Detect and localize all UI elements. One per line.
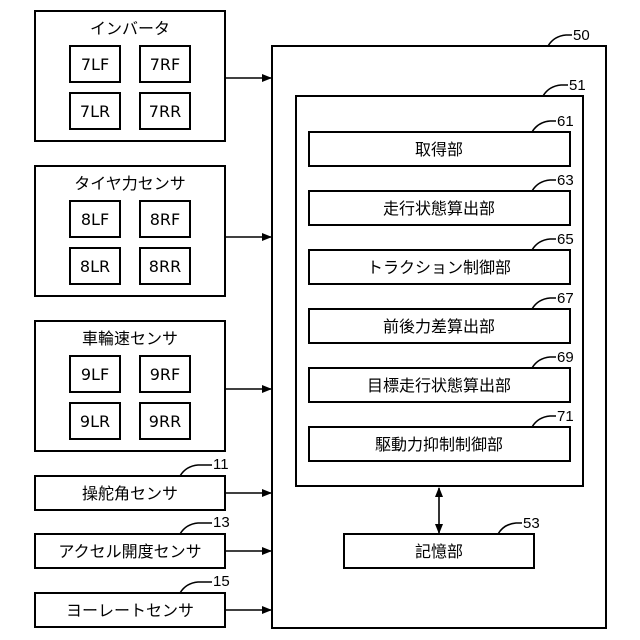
yaw-sensor-leader — [180, 582, 212, 593]
controller-ref: 50 — [573, 27, 590, 44]
unit-driving-state-ref: 63 — [557, 172, 574, 189]
steering-sensor-leader — [180, 465, 212, 476]
steering-sensor-ref: 11 — [213, 456, 229, 473]
steering-sensor-label: 操舵角センサ — [82, 484, 178, 503]
unit-force-diff-label: 前後力差算出部 — [383, 317, 495, 336]
memory-ref: 53 — [523, 515, 540, 532]
memory-label: 記憶部 — [415, 542, 463, 561]
unit-target-state-label: 目標走行状態算出部 — [367, 376, 511, 395]
tire-sensor-8lf-label: 8LF — [81, 210, 109, 229]
yaw-sensor-label: ヨーレートセンサ — [66, 601, 194, 620]
tire-sensor-group: タイヤ力センサ 8LF 8RF 8LR 8RR — [35, 166, 225, 296]
input-arrows — [225, 78, 271, 610]
accel-sensor-leader — [180, 523, 212, 534]
unit-acquisition-ref: 61 — [557, 113, 574, 130]
inverter-group: インバータ 7LF 7RF 7LR 7RR — [35, 11, 225, 141]
accel-sensor-label: アクセル開度センサ — [58, 542, 201, 561]
processor-ref: 51 — [569, 77, 586, 94]
tire-sensor-8rr-label: 8RR — [149, 257, 181, 276]
inverter-7rr-label: 7RR — [149, 102, 181, 121]
unit-traction-control-label: トラクション制御部 — [367, 258, 511, 277]
wheel-speed-9lf-label: 9LF — [81, 365, 109, 384]
tire-sensor-8rf-label: 8RF — [150, 210, 181, 229]
wheel-speed-9lr-label: 9LR — [80, 412, 110, 431]
unit-drive-suppression-ref: 71 — [557, 408, 574, 425]
accel-sensor-group: アクセル開度センサ 13 — [35, 514, 230, 568]
steering-sensor-group: 操舵角センサ 11 — [35, 456, 229, 510]
tire-sensor-title: タイヤ力センサ — [74, 174, 186, 193]
unit-drive-suppression-label: 駆動力抑制制御部 — [375, 435, 503, 454]
tire-sensor-8lr-label: 8LR — [80, 257, 110, 276]
unit-traction-control-ref: 65 — [557, 231, 574, 248]
yaw-sensor-group: ヨーレートセンサ 15 — [35, 573, 230, 627]
wheel-speed-sensor-title: 車輪速センサ — [82, 329, 178, 348]
wheel-speed-9rr-label: 9RR — [149, 412, 181, 431]
inverter-7lf-label: 7LF — [81, 55, 109, 74]
inverter-title: インバータ — [90, 19, 170, 38]
wheel-speed-9rf-label: 9RF — [150, 365, 181, 384]
inverter-7rf-label: 7RF — [150, 55, 181, 74]
yaw-sensor-ref: 15 — [213, 573, 230, 590]
unit-force-diff-ref: 67 — [557, 290, 574, 307]
controller-leader — [548, 35, 572, 46]
accel-sensor-ref: 13 — [213, 514, 230, 531]
unit-driving-state-label: 走行状態算出部 — [383, 199, 495, 218]
wheel-speed-sensor-group: 車輪速センサ 9LF 9RF 9LR 9RR — [35, 321, 225, 451]
unit-acquisition-label: 取得部 — [415, 140, 463, 159]
unit-target-state-ref: 69 — [557, 349, 574, 366]
inverter-7lr-label: 7LR — [80, 102, 110, 121]
